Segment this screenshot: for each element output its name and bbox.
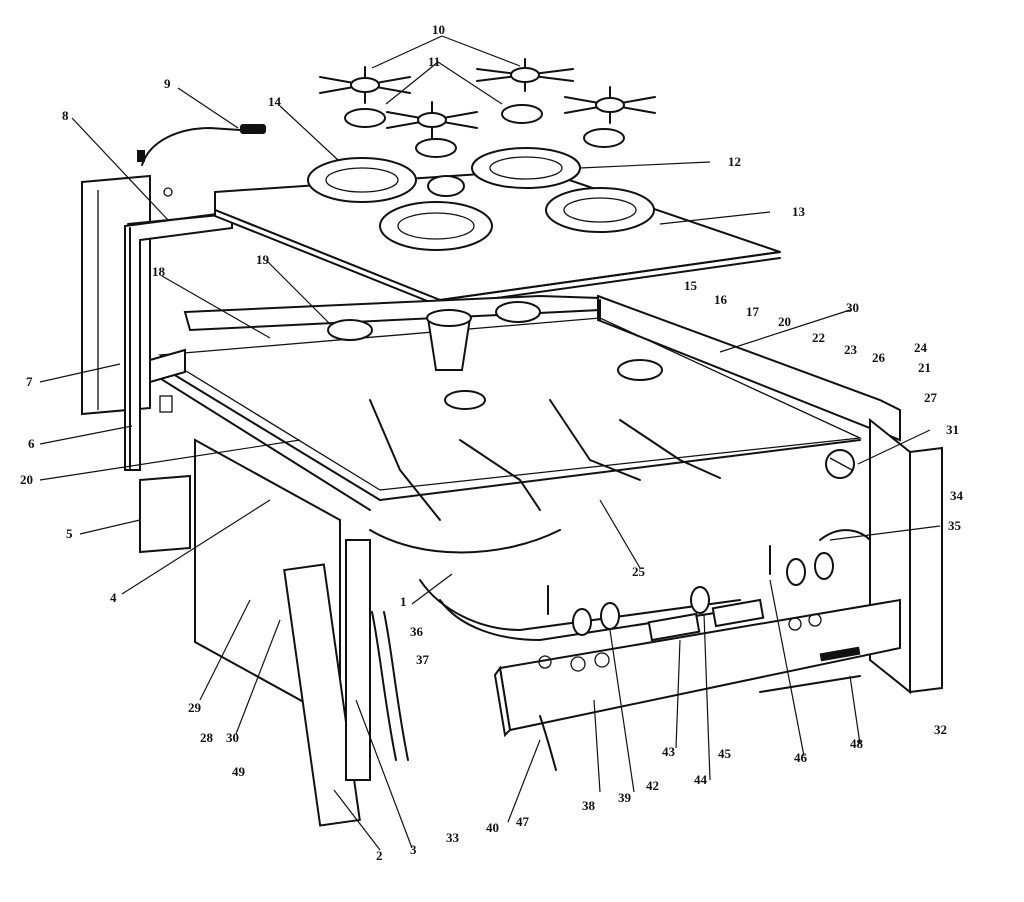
callout-27: 27: [924, 390, 938, 405]
callout-20-right: 20: [778, 314, 791, 329]
callout-25: 25: [632, 564, 646, 579]
callout-28: 28: [200, 730, 214, 745]
callout-21: 21: [918, 360, 931, 375]
burner-grates: [319, 58, 656, 158]
callout-11: 11: [428, 54, 440, 69]
callout-44: 44: [694, 772, 708, 787]
callout-17: 17: [746, 304, 760, 319]
callout-12: 12: [728, 154, 741, 169]
callout-40: 40: [486, 820, 499, 835]
callout-36: 36: [410, 624, 424, 639]
callout-32: 32: [934, 722, 947, 737]
callout-18: 18: [152, 264, 166, 279]
callout-5: 5: [66, 526, 73, 541]
left-wiring: [345, 539, 409, 781]
callout-13: 13: [792, 204, 806, 219]
callout-49: 49: [232, 764, 246, 779]
callout-7: 7: [26, 374, 33, 389]
callout-4: 4: [110, 590, 117, 605]
callout-3: 3: [410, 842, 417, 857]
callout-2: 2: [376, 848, 383, 863]
oven-burner-tube: [369, 529, 761, 641]
callout-22: 22: [812, 330, 825, 345]
callout-10: 10: [432, 22, 445, 37]
callout-34: 34: [950, 488, 964, 503]
callout-30-bottom: 30: [226, 730, 239, 745]
callout-30-top: 30: [846, 300, 859, 315]
callout-37: 37: [416, 652, 430, 667]
callout-19: 19: [256, 252, 270, 267]
callout-14: 14: [268, 94, 282, 109]
callout-48: 48: [850, 736, 864, 751]
callout-16: 16: [714, 292, 728, 307]
callout-24: 24: [914, 340, 928, 355]
callout-8: 8: [62, 108, 69, 123]
callout-26: 26: [872, 350, 886, 365]
callout-20-left: 20: [20, 472, 33, 487]
callout-33: 33: [446, 830, 460, 845]
callout-47: 47: [516, 814, 530, 829]
callout-42: 42: [646, 778, 659, 793]
callout-23: 23: [844, 342, 858, 357]
burner-rings: [307, 147, 655, 251]
callout-31: 31: [946, 422, 959, 437]
burner-assemblies: [327, 301, 721, 521]
callout-15: 15: [684, 278, 698, 293]
callout-29: 29: [188, 700, 202, 715]
callout-39: 39: [618, 790, 632, 805]
callout-38: 38: [582, 798, 596, 813]
callout-45: 45: [718, 746, 732, 761]
chassis-frame: [149, 294, 901, 511]
callout-35: 35: [948, 518, 962, 533]
power-cord: [137, 124, 266, 166]
leader-lines: [39, 35, 941, 851]
callout-1: 1: [400, 594, 407, 609]
control-panel: [493, 598, 901, 771]
callout-labels: 1 2 3 4 5 6 7 8 9 10 11 12 13 14 15 16 1…: [20, 22, 964, 863]
control-knobs: [547, 529, 871, 636]
callout-6: 6: [28, 436, 35, 451]
front-panel: [139, 438, 361, 827]
callout-46: 46: [794, 750, 808, 765]
callout-9: 9: [164, 76, 171, 91]
callout-43: 43: [662, 744, 676, 759]
